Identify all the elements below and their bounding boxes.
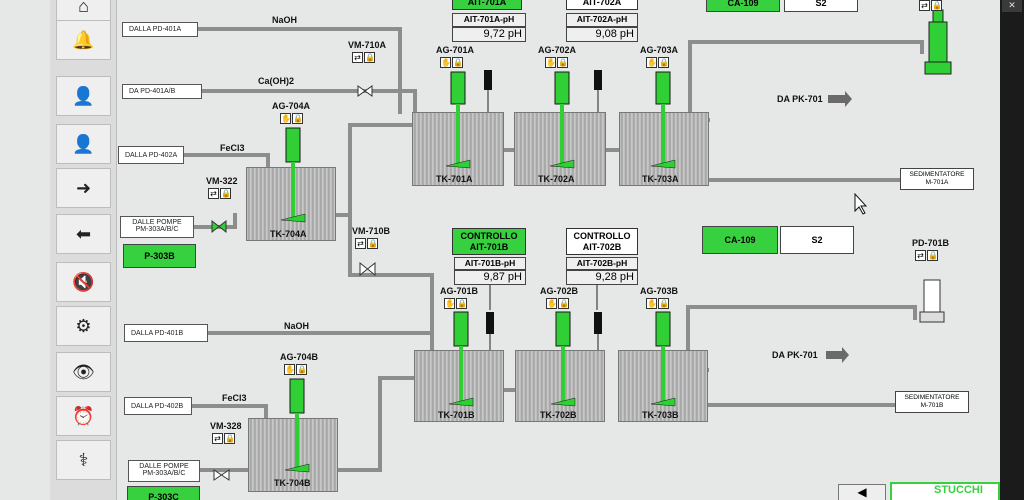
control-ait701a[interactable]: AIT-701A [452,0,522,10]
monitor-bezel: ✕ [1000,0,1024,500]
sidebar-arrow-left-icon[interactable]: ⬅ [56,214,111,254]
sidebar-mute-icon[interactable]: 🔇 [56,262,111,302]
ph-ait701a-label: AIT-701A-pH [452,13,526,27]
sidebar-eye-icon[interactable]: 👁 [56,352,111,392]
control-ait702b-line2: AIT-702B [582,242,622,252]
control-ait702b-line1: CONTROLLO [573,231,631,241]
sidebar-bell-icon[interactable]: 🔔 [56,20,111,60]
agitator-ag701a-label: AG-701A [436,45,475,55]
reagent-caoh: Ca(OH)2 [258,76,295,86]
sedimentatore-m701a[interactable]: SEDIMENTATORE M-701A [900,168,974,190]
ph-ait701a-value: 9,72 pH [452,27,526,42]
agitator-ag702b-label: AG-702B [540,286,579,296]
tank-tk701a-label: TK-701A [436,174,473,184]
agitator-ag702b-controls[interactable]: ✋🔒 [546,298,569,309]
agitator-ag704b-controls[interactable]: ✋🔒 [284,364,307,375]
valve-vm710a-controls[interactable]: ⇄🔒 [352,52,375,63]
source-pompe-b-line2: PM-303A/B/C [142,470,186,477]
agitator-ag703b-label: AG-703B [640,286,679,296]
source-pompe-b-line1: DALLE POMPE [139,463,189,470]
tank-tk704b-label: TK-704B [274,478,311,488]
reagent-naoh-a: NaOH [272,15,298,25]
pk701-b-label: DA PK-701 [772,350,818,360]
s2-top-button[interactable]: S2 [784,0,858,12]
ph-ait701b-value: 9,87 pH [454,270,526,285]
source-pd401a: DALLA PD-401A [122,22,198,37]
agitator-ag703b-controls[interactable]: ✋🔒 [646,298,669,309]
agitator-ag701b-controls[interactable]: ✋🔒 [444,298,467,309]
control-ait702a[interactable]: AIT-702A [566,0,638,10]
pump-top-controls[interactable]: ⇄🔒 [919,0,942,11]
tank-tk703b-label: TK-703B [642,410,679,420]
hmi-screen: ⌂🔔👤👤➜⬅🔇⚙👁⏰⚕ [0,0,1000,500]
pump-pd701b-label: PD-701B [912,238,950,248]
sedimentatore-m701a-line1: SEDIMENTATORE [909,171,965,178]
reagent-fecl3-a: FeCl3 [220,143,245,153]
sedimentatore-m701b[interactable]: SEDIMENTATORE M-701B [895,391,969,413]
valve-vm328-label: VM-328 [210,421,242,431]
agitator-ag702a-controls[interactable]: ✋🔒 [545,57,568,68]
control-ait701b-line1: CONTROLLO [460,231,518,241]
source-pd401ab: DA PD-401A/B [122,84,202,99]
reagent-naoh-b: NaOH [284,321,310,331]
control-ait702b[interactable]: CONTROLLO AIT-702B [566,228,638,255]
pump-p303b-button[interactable]: P-303B [123,244,196,268]
agitator-ag704a-controls[interactable]: ✋🔒 [280,113,303,124]
pk701-a-label: DA PK-701 [777,94,823,104]
tank-tk702a-label: TK-702A [538,174,575,184]
control-ait701b-line2: AIT-701B [469,242,509,252]
source-pd402b: DALLA PD-402B [124,397,192,415]
agitator-ag704b-label: AG-704B [280,352,319,362]
source-pompe-b: DALLE POMPE PM-303A/B/C [128,460,200,482]
reagent-fecl3-b: FeCl3 [222,393,247,403]
sedimentatore-m701b-line1: SEDIMENTATORE [904,394,960,401]
sedimentatore-m701a-line2: M-701A [925,179,949,186]
valve-vm710a-label: VM-710A [348,40,387,50]
pump-top-right-icon [924,9,952,75]
ph-ait702b-value: 9,28 pH [566,270,638,285]
agitator-ag704a-label: AG-704A [272,101,311,111]
tank-tk704b[interactable] [248,418,338,492]
sidebar-alarm-clock-icon[interactable]: ⏰ [56,396,111,436]
source-pompe-a: DALLE POMPE PM-303A/B/C [120,216,194,238]
close-icon[interactable]: ✕ [1002,0,1022,12]
agitator-ag701a-controls[interactable]: ✋🔒 [440,57,463,68]
valve-vm328-controls[interactable]: ⇄🔒 [212,433,235,444]
brand-logo: STUCCHI [890,482,1000,500]
ph-ait702a-value: 9,08 pH [566,27,638,42]
tank-tk703a-label: TK-703A [642,174,679,184]
source-pd402a: DALLA PD-402A [118,146,184,164]
tank-tk702b-label: TK-702B [540,410,577,420]
tank-tk701b-label: TK-701B [438,410,475,420]
control-ait701b[interactable]: CONTROLLO AIT-701B [452,228,526,255]
pump-p303c-button[interactable]: P-303C [127,486,200,500]
ca109-top-button[interactable]: CA-109 [706,0,780,12]
agitator-ag703a-controls[interactable]: ✋🔒 [646,57,669,68]
tank-tk702b[interactable] [515,350,605,422]
sidebar-settings-icon[interactable]: ⚙ [56,306,111,346]
sidebar-arrow-right-icon[interactable]: ➜ [56,168,111,208]
tank-tk704a-label: TK-704A [270,229,307,239]
sedimentatore-m701b-line2: M-701B [920,402,944,409]
agitator-ag703a-label: AG-703A [640,45,679,55]
ph-ait701b-label: AIT-701B-pH [454,257,526,270]
sidebar-user-icon[interactable]: 👤 [56,76,111,116]
agitator-ag702a-label: AG-702A [538,45,577,55]
back-arrow-icon[interactable]: ◀ [838,484,886,500]
source-pompe-a-line1: DALLE POMPE [132,219,182,226]
sidebar-stethoscope-icon[interactable]: ⚕ [56,440,111,480]
valve-vm322-label: VM-322 [206,176,238,186]
valve-vm322-controls[interactable]: ⇄🔒 [208,188,231,199]
ph-ait702a-label: AIT-702A-pH [566,13,638,27]
source-pompe-a-line2: PM-303A/B/C [135,226,179,233]
ph-ait702b-label: AIT-702B-pH [566,257,638,270]
pump-pd701b-controls[interactable]: ⇄🔒 [915,250,938,261]
agitator-ag701b-label: AG-701B [440,286,479,296]
valve-vm710b-controls[interactable]: ⇄🔒 [355,238,378,249]
valve-vm710b-label: VM-710B [352,226,391,236]
source-pd401b: DALLA PD-401B [124,324,208,342]
sidebar-user-disabled-icon[interactable]: 👤 [56,124,111,164]
s2-button[interactable]: S2 [780,226,854,254]
ca109-button[interactable]: CA-109 [702,226,778,254]
